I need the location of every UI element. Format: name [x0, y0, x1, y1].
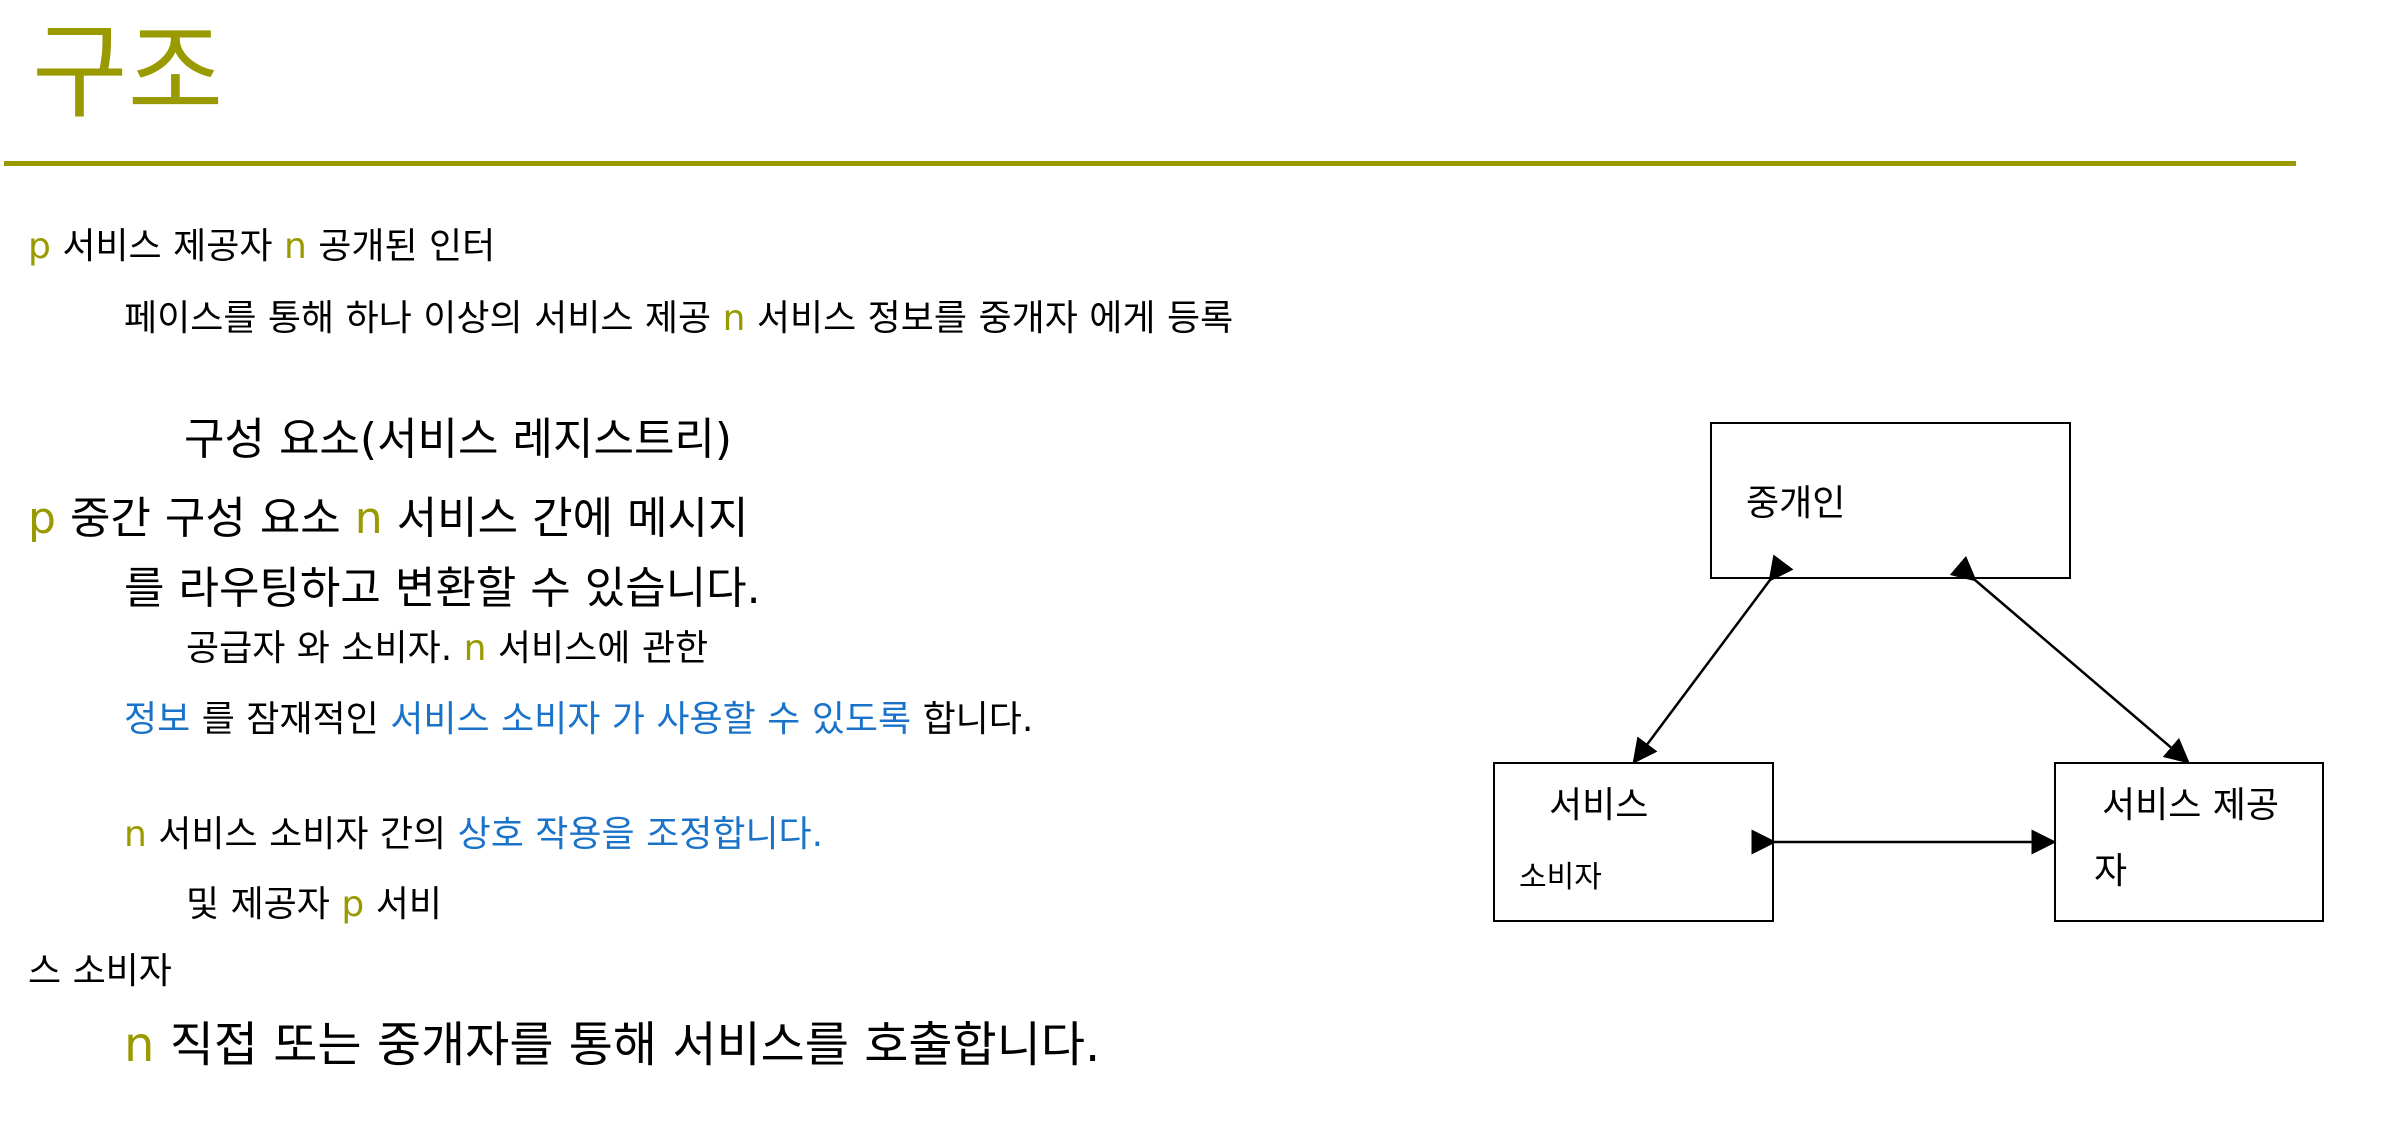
- line2-text2: 서비스 정보를 중개자 에게 등록: [756, 298, 1234, 339]
- line6-text2: 서비스에 관한: [497, 628, 709, 669]
- broker-label: 중개인: [1746, 483, 1846, 524]
- consumer-label-line1: 서비스: [1549, 785, 1649, 826]
- provider-label-line1: 서비스 제공: [2102, 785, 2280, 826]
- text-line-3: 구성 요소(서비스 레지스트리): [184, 414, 732, 467]
- bullet-n: n: [354, 493, 383, 544]
- arrow-broker-provider: [1949, 555, 2190, 764]
- text-line-8: n 서비스 소비자 간의 상호 작용을 조정합니다.: [124, 813, 823, 856]
- line4-text2: 서비스 간에 메시지: [396, 493, 749, 544]
- broker-box: 중개인: [1710, 422, 2071, 579]
- line4-text1: 중간 구성 요소: [69, 493, 341, 544]
- line7-text2: 합니다.: [922, 699, 1034, 740]
- text-line-2: 페이스를 통해 하나 이상의 서비스 제공 n 서비스 정보를 중개자 에게 등…: [124, 297, 1233, 340]
- bullet-n: n: [124, 814, 147, 855]
- line5-text: 를 라우팅하고 변환할 수 있습니다.: [124, 563, 761, 614]
- line7-text1: 를 잠재적인: [201, 699, 379, 740]
- line3-text: 구성 요소(서비스 레지스트리): [184, 414, 733, 465]
- text-line-6: 공급자 와 소비자. n 서비스에 관한: [186, 627, 708, 670]
- line6-text1: 공급자 와 소비자.: [186, 628, 453, 669]
- bullet-n: n: [124, 1017, 155, 1073]
- bullet-n: n: [283, 226, 307, 267]
- text-line-4: p 중간 구성 요소 n 서비스 간에 메시지: [28, 493, 749, 546]
- text-line-5: 를 라우팅하고 변환할 수 있습니다.: [124, 563, 761, 616]
- line9-text1: 및 제공자: [186, 884, 330, 925]
- text-line-1: p 서비스 제공자 n 공개된 인터: [28, 225, 495, 268]
- text-line-11: n 직접 또는 중개자를 통해 서비스를 호출합니다.: [124, 1017, 1100, 1075]
- text-line-7: 정보 를 잠재적인 서비스 소비자 가 사용할 수 있도록 합니다.: [124, 698, 1033, 741]
- provider-box: 서비스 제공 자: [2054, 762, 2324, 922]
- line8-blue1: 상호 작용을 조정합니다.: [457, 814, 824, 855]
- title-divider: [4, 161, 2296, 166]
- bullet-n: n: [463, 628, 487, 669]
- line8-text1: 서비스 소비자 간의: [158, 814, 447, 855]
- text-line-9: 및 제공자 p 서비: [186, 883, 442, 926]
- bullet-n: n: [722, 298, 746, 339]
- bullet-p: p: [341, 884, 365, 925]
- line7-blue2: 서비스 소비자 가 사용할 수 있도록: [390, 699, 912, 740]
- line11-text: 직접 또는 중개자를 통해 서비스를 호출합니다.: [169, 1017, 1101, 1073]
- arrow-broker-consumer: [1632, 554, 1794, 765]
- provider-label-line2: 자: [2094, 851, 2128, 892]
- line2-text1: 페이스를 통해 하나 이상의 서비스 제공: [124, 298, 712, 339]
- bullet-p: p: [28, 493, 56, 544]
- bullet-p: p: [28, 226, 51, 267]
- page-title: 구조: [32, 11, 224, 133]
- line1-text2: 공개된 인터: [318, 226, 496, 267]
- line9-text2: 서비: [375, 884, 442, 925]
- text-line-10: 스 소비자: [28, 950, 172, 993]
- line7-blue1: 정보: [124, 699, 191, 740]
- line10-text: 스 소비자: [28, 951, 172, 992]
- consumer-box: 서비스 소비자: [1493, 762, 1774, 922]
- line1-text1: 서비스 제공자: [62, 226, 273, 267]
- consumer-label-line2: 소비자: [1519, 860, 1602, 895]
